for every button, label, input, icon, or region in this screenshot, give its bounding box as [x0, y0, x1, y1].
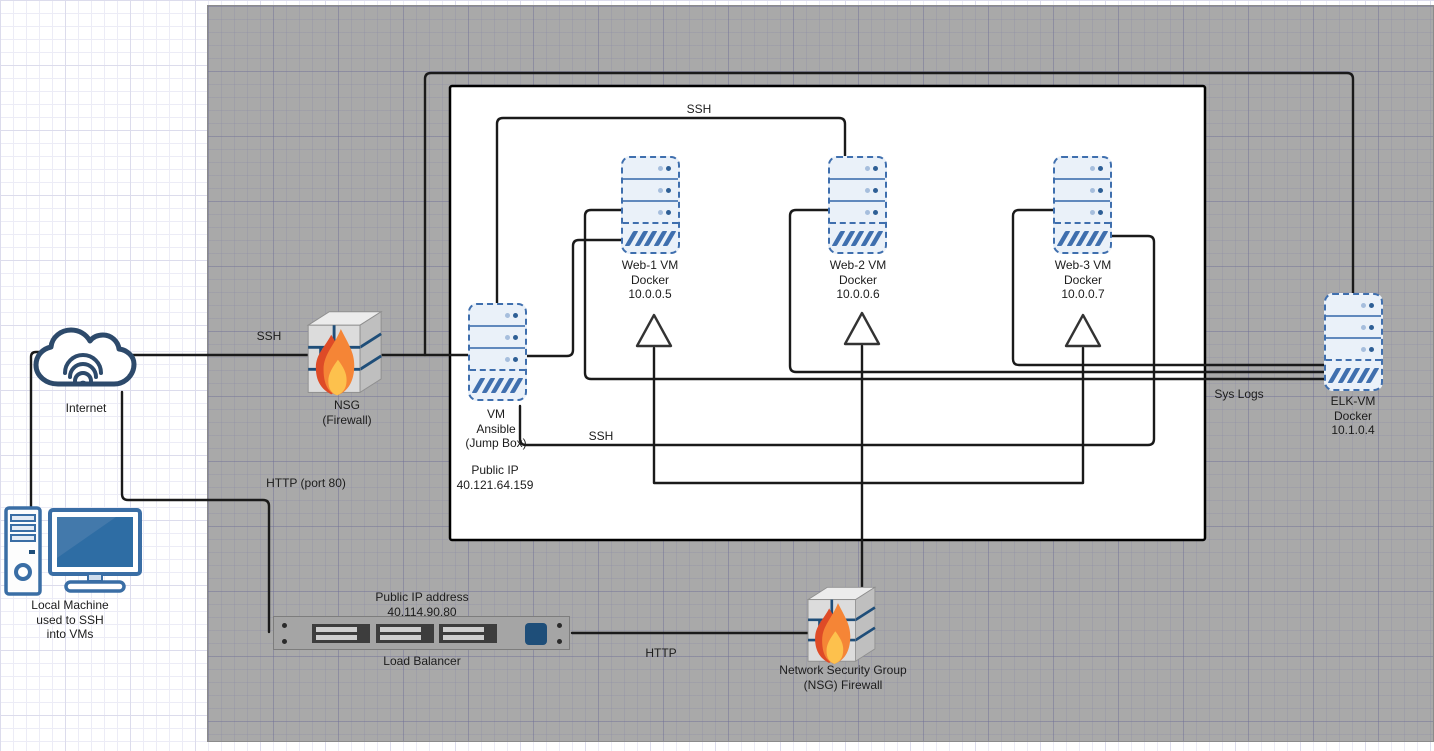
subnet-box: [448, 84, 1207, 542]
server-unit: [623, 180, 678, 202]
edge-label-http-port80: HTTP (port 80): [266, 476, 346, 490]
docker-hatch-icon: [623, 224, 678, 252]
jump-box-label: VM Ansible (Jump Box): [465, 407, 527, 450]
nsg-bottom-firewall-icon: [806, 582, 884, 670]
edge-nsg-web-branch: [652, 346, 1085, 485]
internet-label: Internet: [65, 401, 107, 415]
edge-label-sys-logs: Sys Logs: [1214, 387, 1264, 401]
elk-label: ELK-VM Docker 10.1.0.4: [1330, 394, 1376, 437]
jump-box-vm-icon: [468, 303, 527, 401]
load-balancer-port-icon: [525, 623, 547, 645]
server-unit: [470, 327, 525, 349]
edge-label-ssh-jump: SSH: [588, 429, 614, 443]
docker-hatch-icon: [1326, 361, 1381, 389]
server-unit: [1055, 158, 1110, 180]
edge-jumpbox-web1: [525, 238, 625, 358]
jump-box-public-ip: Public IP 40.121.64.159: [456, 463, 534, 492]
load-balancer-ip: Public IP address 40.114.90.80: [375, 590, 469, 619]
edge-jumpbox-web2-ssh: [495, 116, 847, 308]
server-unit: [1326, 295, 1381, 317]
arrowhead-web2: [843, 311, 881, 346]
server-unit: [470, 305, 525, 327]
web3-vm-icon: [1053, 156, 1112, 254]
server-unit: [1055, 180, 1110, 202]
nsg-firewall-label: NSG (Firewall): [322, 398, 372, 427]
local-machine-label: Local Machine used to SSH into VMs: [31, 598, 109, 641]
web2-vm-icon: [828, 156, 887, 254]
internet-cloud-icon: [33, 327, 137, 387]
server-unit: [830, 158, 885, 180]
web3-label: Web-3 VM Docker 10.0.0.7: [1054, 258, 1112, 301]
server-unit: [830, 202, 885, 224]
edge-jumpbox-web3-ssh: [518, 234, 1156, 447]
web1-vm-icon: [621, 156, 680, 254]
docker-hatch-icon: [830, 224, 885, 252]
edge-label-http: HTTP: [645, 646, 677, 660]
nsg-bottom-label: Network Security Group (NSG) Firewall: [779, 663, 907, 692]
server-unit: [1326, 339, 1381, 361]
web2-label: Web-2 VM Docker 10.0.0.6: [829, 258, 887, 301]
elk-vm-icon: [1324, 293, 1383, 391]
server-unit: [1326, 317, 1381, 339]
edge-web3-elk-syslogs: [1011, 208, 1328, 367]
wifi-icon: [63, 353, 103, 386]
docker-hatch-icon: [1055, 224, 1110, 252]
server-unit: [623, 202, 678, 224]
edge-web1-elk-syslogs: [583, 208, 1328, 381]
arrowhead-web1: [635, 313, 673, 348]
web1-label: Web-1 VM Docker 10.0.0.5: [621, 258, 679, 301]
docker-hatch-icon: [470, 371, 525, 399]
server-unit: [470, 349, 525, 371]
nsg-firewall-icon: [306, 306, 391, 402]
arrowhead-web3: [1064, 313, 1102, 348]
server-unit: [623, 158, 678, 180]
edge-web2-elk-syslogs: [788, 208, 1328, 374]
load-balancer-icon: [273, 616, 570, 650]
local-machine-icon: [4, 506, 142, 596]
edge-internet-loadbalancer-http: [120, 390, 271, 634]
edge-internet-localmachine: [29, 350, 52, 514]
server-unit: [1055, 202, 1110, 224]
server-unit: [830, 180, 885, 202]
edge-label-ssh-top: SSH: [686, 102, 712, 116]
edge-jumpbox-elk: [423, 71, 1355, 357]
load-balancer-label: Load Balancer: [383, 654, 461, 668]
edge-label-ssh-internet: SSH: [256, 329, 282, 343]
